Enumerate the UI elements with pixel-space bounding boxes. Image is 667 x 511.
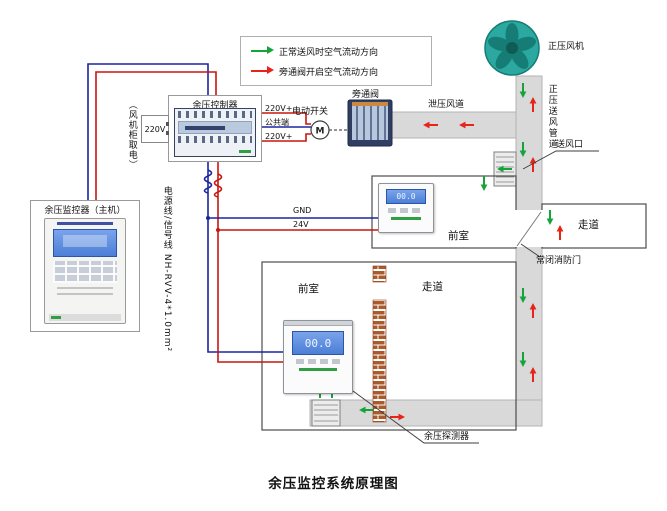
bypass-valve-label: 旁通阀 [352, 90, 380, 100]
flow-arrow-green [479, 175, 489, 192]
red-arrow-icon [251, 66, 274, 74]
fire-door-opening [514, 210, 544, 247]
pressure-fan-icon [484, 20, 540, 76]
front-room-lower-label: 前室 [298, 283, 319, 295]
flow-arrow-red [555, 224, 565, 241]
relief-duct [391, 111, 517, 139]
controller-label: 余压控制器 [192, 101, 238, 111]
bypass-valve-icon [347, 99, 393, 147]
controller-device [174, 108, 256, 157]
lcd-screen: 00.0 [386, 189, 426, 204]
lower-room-outline [261, 261, 517, 431]
terminal-220v-top-label: 220V+ [265, 104, 293, 113]
terminal-220v-bottom-label: 220V+ [265, 132, 293, 141]
pressure-display-upper: 00.0 [378, 183, 434, 233]
monitor-lcd-screen [53, 229, 117, 257]
monitor-brand-bar [57, 222, 113, 225]
monitor-keypad [53, 261, 117, 283]
gnd-label: GND [293, 206, 312, 215]
monitor-slot [57, 293, 113, 295]
cable-label: 电源线/信号线 NH-RVV-4*1.0mm² [161, 186, 172, 352]
front-room-upper-label: 前室 [448, 230, 469, 242]
bottom-duct [309, 399, 543, 427]
cable-type: 电源线/信号线 [161, 186, 172, 251]
flow-arrow-green [545, 209, 555, 226]
corridor-upper-label: 走道 [578, 219, 599, 231]
lcd-screen: 00.0 [292, 331, 344, 355]
air-outlet-label: 送风口 [556, 140, 584, 150]
pressure-display-lower: 00.0 [283, 320, 353, 394]
leader-lines [352, 150, 599, 444]
detector-label: 余压探测器 [424, 432, 470, 442]
supply-duct [515, 75, 543, 427]
legend: 正常送风时空气流动方向 旁通阀开启空气流动方向 [240, 36, 432, 86]
fan-label: 正压风机 [548, 42, 585, 52]
motor-icon: M [310, 120, 330, 140]
relief-duct-label: 泄压风道 [428, 100, 465, 110]
24v-label: 24V [293, 220, 309, 229]
controller-faceplate [178, 121, 252, 134]
wiring [87, 63, 378, 363]
cable-spec: NH-RVV-4*1.0mm² [161, 253, 172, 353]
legend-row-normal: 正常送风时空气流动方向 [251, 45, 421, 58]
monitor-device [44, 218, 126, 324]
controller-terminals-bottom [178, 136, 252, 143]
green-arrow-icon [251, 46, 274, 54]
fire-door-label: 常闭消防门 [536, 256, 582, 266]
device-brand-bar [391, 217, 421, 220]
page-title: 余压监控系统原理图 [268, 476, 399, 492]
corridor-lower-label: 走道 [422, 281, 443, 293]
motor-label: M [316, 127, 325, 137]
monitor-slot [57, 287, 113, 289]
wire-coil [213, 173, 223, 198]
fan-cabinet-power-label: （风机柜取电） [126, 100, 137, 170]
legend-bypass-label: 旁通阀开启空气流动方向 [279, 67, 379, 78]
legend-normal-label: 正常送风时空气流动方向 [279, 47, 379, 58]
monitor-footer [49, 314, 121, 321]
device-brand-bar [299, 368, 337, 371]
device-buttons [296, 359, 340, 364]
brick-wall [372, 265, 387, 423]
device-cap [284, 321, 352, 326]
electric-switch-label: 电动开关 [292, 107, 329, 117]
controller-terminals-top [178, 111, 252, 118]
wire-coil [203, 169, 213, 194]
terminal-common-label: 公共端 [265, 118, 289, 127]
supply-duct-label: 正压送风管道 [546, 84, 557, 150]
device-buttons [388, 208, 424, 213]
floor-outlet-grille [311, 399, 341, 427]
power-220v-box: 220V [141, 115, 169, 143]
power-220v-label: 220V [144, 124, 166, 134]
monitor-label: 余压监控器（主机） [44, 206, 126, 216]
legend-row-bypass: 旁通阀开启空气流动方向 [251, 65, 421, 78]
